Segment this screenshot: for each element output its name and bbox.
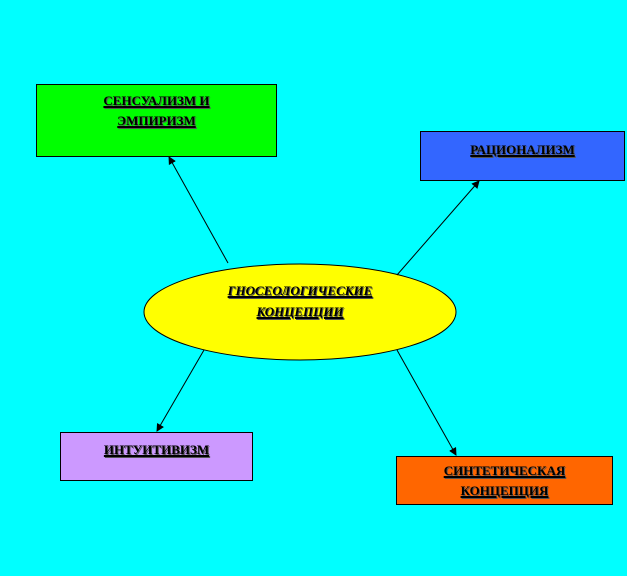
- node-intuitivism-line1: ИНТУИТИВИЗМ: [103, 442, 210, 457]
- node-intuitivism: ИНТУИТИВИЗМ: [60, 432, 253, 481]
- node-sensualism-line1: СЕНСУАЛИЗМ И: [103, 93, 210, 108]
- node-rationalism: РАЦИОНАЛИЗМ: [420, 131, 625, 181]
- node-synthetic-line2: КОНЦЕПЦИЯ: [460, 483, 549, 498]
- arrow-to-sensualism: [168, 156, 229, 264]
- node-synthetic-line1: СИНТЕТИЧЕСКАЯ: [443, 463, 566, 478]
- node-sensualism-line2: ЭМПИРИЗМ: [117, 113, 196, 128]
- node-synthetic: СИНТЕТИЧЕСКАЯ КОНЦЕПЦИЯ: [396, 456, 613, 505]
- arrow-to-intuitivism: [156, 349, 205, 432]
- center-line1: ГНОСЕОЛОГИЧЕСКИЕ: [227, 283, 373, 298]
- node-rationalism-line1: РАЦИОНАЛИЗМ: [470, 142, 575, 157]
- node-sensualism: СЕНСУАЛИЗМ И ЭМПИРИЗМ: [36, 84, 277, 157]
- arrow-to-synthetic: [396, 349, 457, 456]
- arrow-to-rationalism: [396, 180, 480, 276]
- center-ellipse: [143, 263, 457, 361]
- center-concept: ГНОСЕОЛОГИЧЕСКИЕ КОНЦЕПЦИИ: [150, 280, 450, 322]
- center-line2: КОНЦЕПЦИИ: [256, 304, 344, 319]
